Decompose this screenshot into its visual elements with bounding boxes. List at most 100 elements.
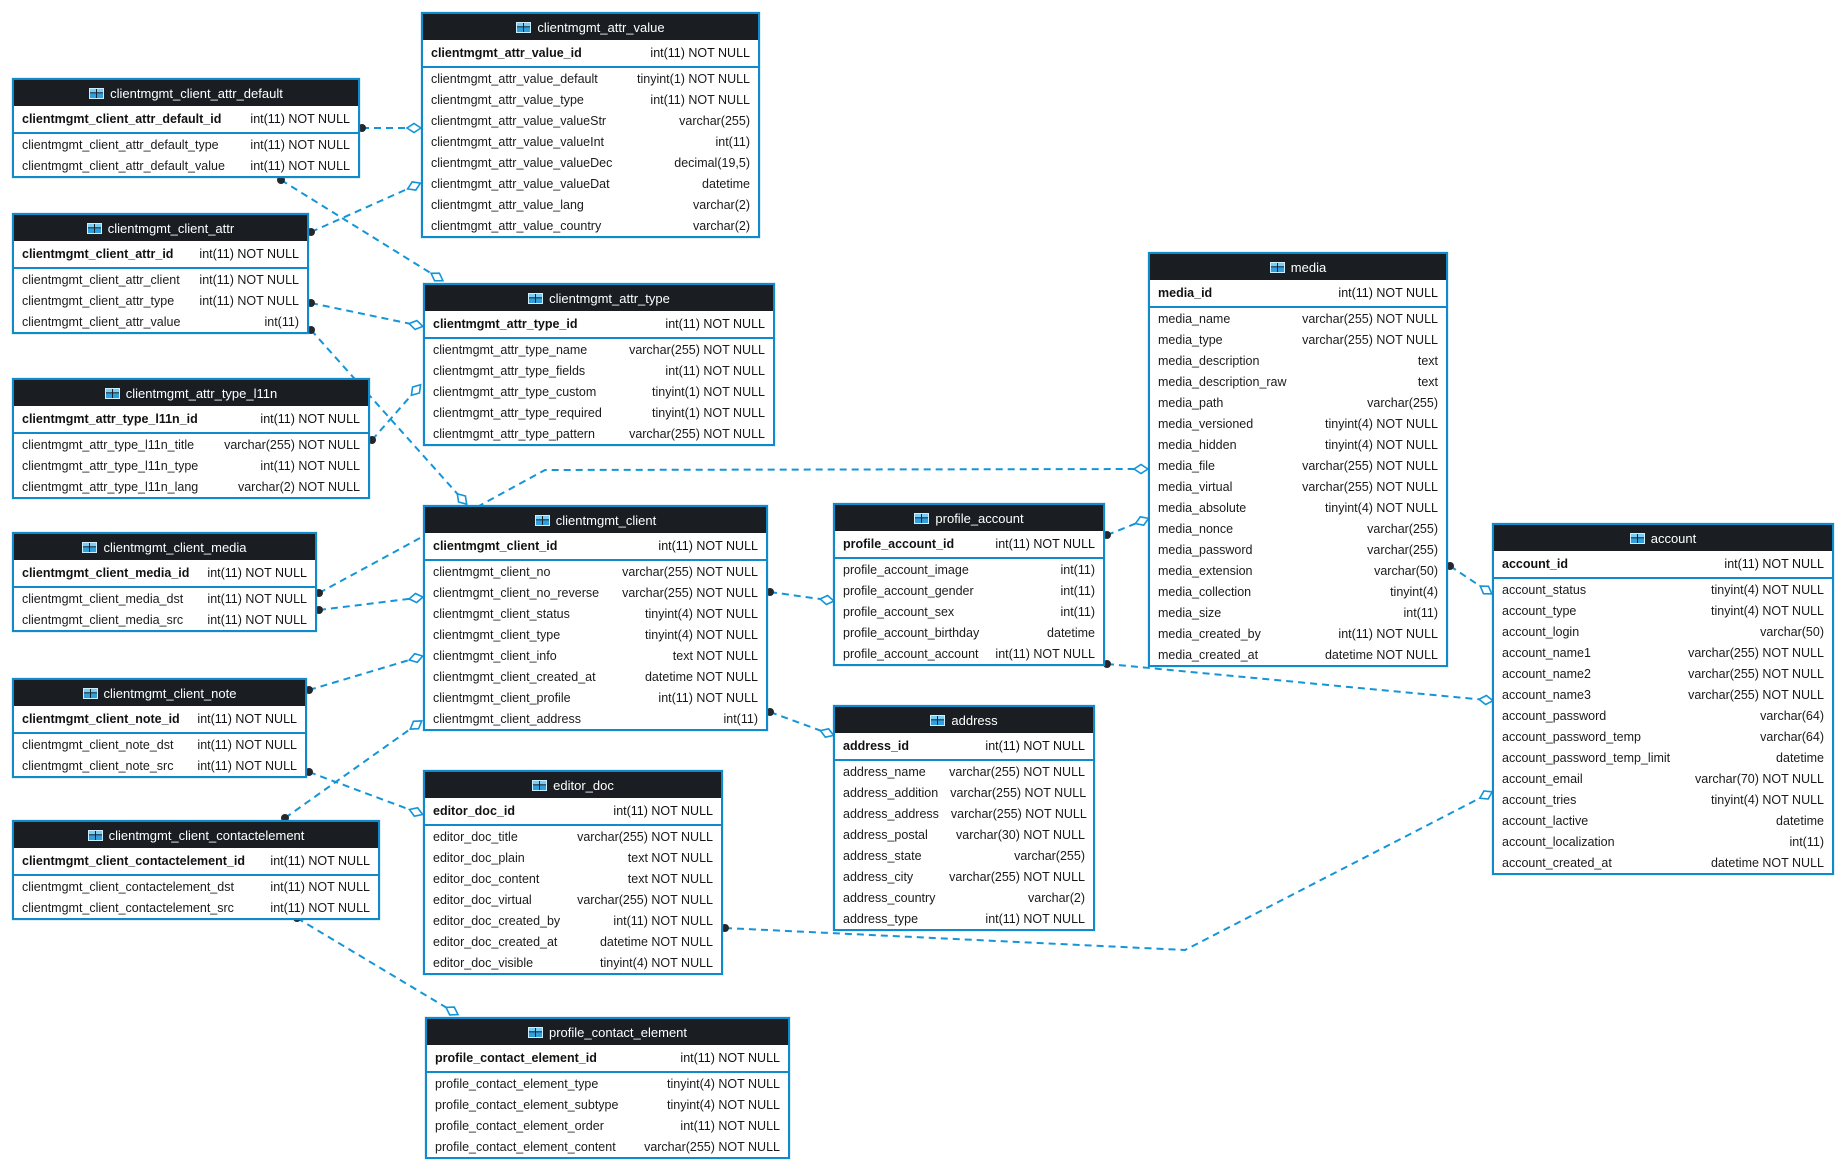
relation-clientmgmt_client_attr-to-clientmgmt_attr_type[interactable] [307,299,425,331]
relation-profile_account-to-account[interactable] [1103,660,1495,706]
relation-clientmgmt_client-to-address[interactable] [766,708,835,739]
relation-clientmgmt_client_attr-to-clientmgmt_client[interactable] [307,326,468,506]
table-header[interactable]: clientmgmt_client_attr_default [14,80,358,106]
table-header[interactable]: account [1494,525,1832,551]
relation-clientmgmt_client_attr_default-to-clientmgmt_attr_type[interactable] [277,176,445,282]
relation-profile_account-to-media[interactable] [1103,515,1150,539]
table-header[interactable]: address [835,707,1093,733]
relation-clientmgmt_client_note-to-clientmgmt_client[interactable] [305,652,425,694]
relation-clientmgmt_attr_type_l11n-to-clientmgmt_attr_type[interactable] [368,383,422,444]
relation-editor_doc-to-account[interactable] [721,790,1494,952]
relation-clientmgmt_client_note-to-editor_doc[interactable] [305,768,424,818]
table-header[interactable]: clientmgmt_client_contactelement [14,822,378,848]
table-header[interactable]: media [1150,254,1446,280]
table-header[interactable]: clientmgmt_client [425,507,766,533]
relation-media-to-account[interactable] [1446,562,1494,595]
table-clientmgmt_client_attr[interactable]: clientmgmt_client_attr clientmgmt_client_… [12,213,309,334]
table-header[interactable]: clientmgmt_client_attr [14,215,307,241]
table-header[interactable]: profile_account [835,505,1103,531]
table-header[interactable]: clientmgmt_attr_type_l11n [14,380,368,406]
relation-clientmgmt_client_attr_default-to-clientmgmt_attr_value[interactable] [358,122,423,134]
table-header[interactable]: clientmgmt_client_note [14,680,305,706]
table-clientmgmt_attr_value[interactable]: clientmgmt_attr_value clientmgmt_attr_val… [421,12,760,238]
table-header[interactable]: profile_contact_element [427,1019,788,1045]
table-header[interactable]: clientmgmt_attr_value [423,14,758,40]
table-header[interactable]: clientmgmt_attr_type [425,285,773,311]
